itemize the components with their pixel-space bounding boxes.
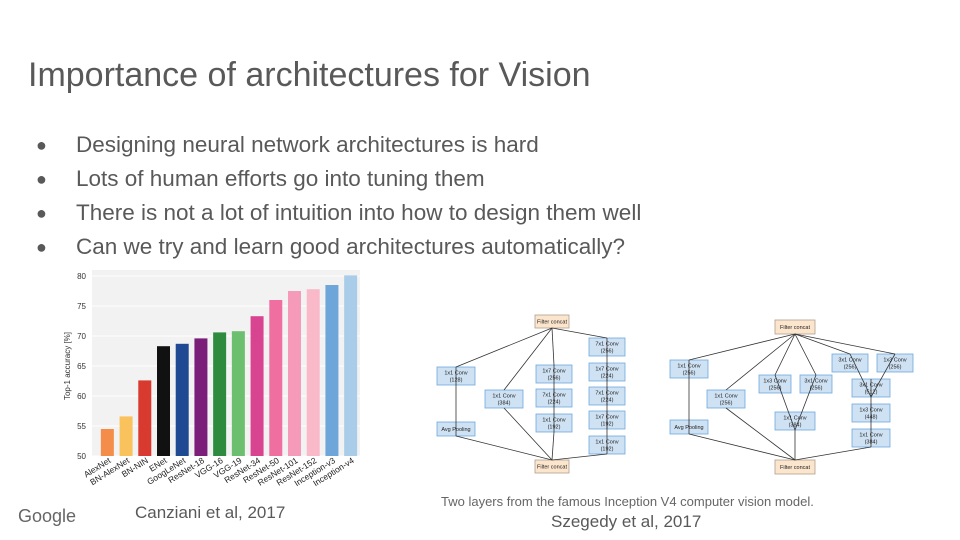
edge [551,453,608,461]
edge [688,333,796,361]
diagram-citation: Szegedy et al, 2017 [551,512,702,531]
filter-concat-bottom-text: Filter concat [537,465,567,471]
bullet-item: ● There is not a lot of intuition into ho… [36,196,641,230]
bullet-text: Can we try and learn good architectures … [76,234,626,259]
y-tick-label: 75 [77,302,86,311]
edge [551,327,555,366]
conv-box-text: (384) [789,423,802,429]
conv-box: 3x1 Conv(256) [831,353,869,373]
edge [794,333,896,355]
filter-concat-bottom: Filter concat [774,459,816,475]
filter-concat-top-text: Filter concat [780,325,810,331]
conv-box-text: (256) [810,386,823,392]
bar [194,338,208,456]
bar [325,285,339,456]
edge [551,431,555,461]
y-tick-label: 65 [77,362,86,371]
chart-caption: Canziani et al, 2017 [135,503,286,522]
bullet-item: ● Lots of human efforts go into tuning th… [36,162,641,196]
bullet-dot-icon: ● [36,135,47,155]
filter-concat-bottom: Filter concat [534,459,570,474]
conv-box: 1x3 Conv(256) [758,374,792,394]
conv-box: 3x1 Conv(256) [799,374,833,394]
bar [157,346,170,456]
bullet-dot-icon: ● [36,169,47,189]
edge [794,374,817,431]
diagram-caption: Two layers from the famous Inception V4 … [441,494,814,509]
edge [688,433,796,461]
edge [503,327,553,391]
conv-box-text: (256) [889,365,902,371]
slide-title: Importance of architectures for Vision [28,56,591,94]
bar [269,300,283,456]
bar [100,429,114,456]
edge [794,446,872,461]
bar [138,380,152,456]
filter-concat-top: Filter concat [774,319,816,335]
conv-box-text: (256) [720,401,733,407]
y-tick-label: 60 [77,392,86,401]
conv-box-text: 3x1 Conv [804,379,827,385]
bullet-text: There is not a lot of intuition into how… [76,200,642,225]
bar [288,291,301,456]
conv-box-text: 1x1 Conv [714,394,737,400]
edge [455,435,553,461]
bar [231,331,245,456]
bar [119,416,133,456]
y-tick-label: 70 [77,332,86,341]
conv-box: 1x1 Conv(384) [484,389,524,409]
filter-concat-bottom-text: Filter concat [780,465,810,471]
edge [870,353,896,398]
bullet-dot-icon: ● [36,203,47,223]
edge [503,407,553,461]
conv-box-text: 1x3 Conv [763,379,786,385]
bullet-text: Lots of human efforts go into tuning the… [76,166,485,191]
conv-box-text: 1x1 Conv [492,394,515,400]
bar [213,332,227,456]
edge [551,327,608,339]
conv-box-text: (384) [498,401,511,407]
bullet-text: Designing neural network architectures i… [76,132,539,157]
y-tick-label: 80 [77,272,86,281]
bar [306,289,320,456]
bar [175,343,189,456]
conv-box-text: (256) [769,386,782,392]
bullet-list: ● Designing neural network architectures … [36,128,641,264]
filter-concat-top-text: Filter concat [537,320,567,326]
bullet-item: ● Designing neural network architectures … [36,128,641,162]
google-logo: Google [18,506,77,526]
conv-box: 1x3 Conv(256) [876,353,914,373]
conv-box: 1x1 Conv(256) [706,389,746,409]
y-tick-label: 50 [77,452,86,461]
y-axis-label: Top-1 accuracy [%] [63,332,72,400]
edge [774,374,796,431]
conv-box-text: 3x1 Conv [838,358,861,364]
conv-box-text: 1x3 Conv [883,358,906,364]
conv-box-text: 1x1 Conv [783,416,806,422]
edge [794,333,817,376]
filter-concat-top: Filter concat [534,314,570,329]
y-tick-label: 55 [77,422,86,431]
edge [725,333,796,391]
edge [794,333,851,355]
bar [344,275,358,456]
edge [455,327,553,368]
edge [725,407,796,461]
edge [774,333,796,376]
bar [250,316,264,456]
conv-box-text: (256) [844,365,857,371]
conv-box: 1x1 Conv(384) [774,411,816,431]
edge [849,353,872,398]
bullet-item: ● Can we try and learn good architectures… [36,230,641,264]
bullet-dot-icon: ● [36,237,47,257]
